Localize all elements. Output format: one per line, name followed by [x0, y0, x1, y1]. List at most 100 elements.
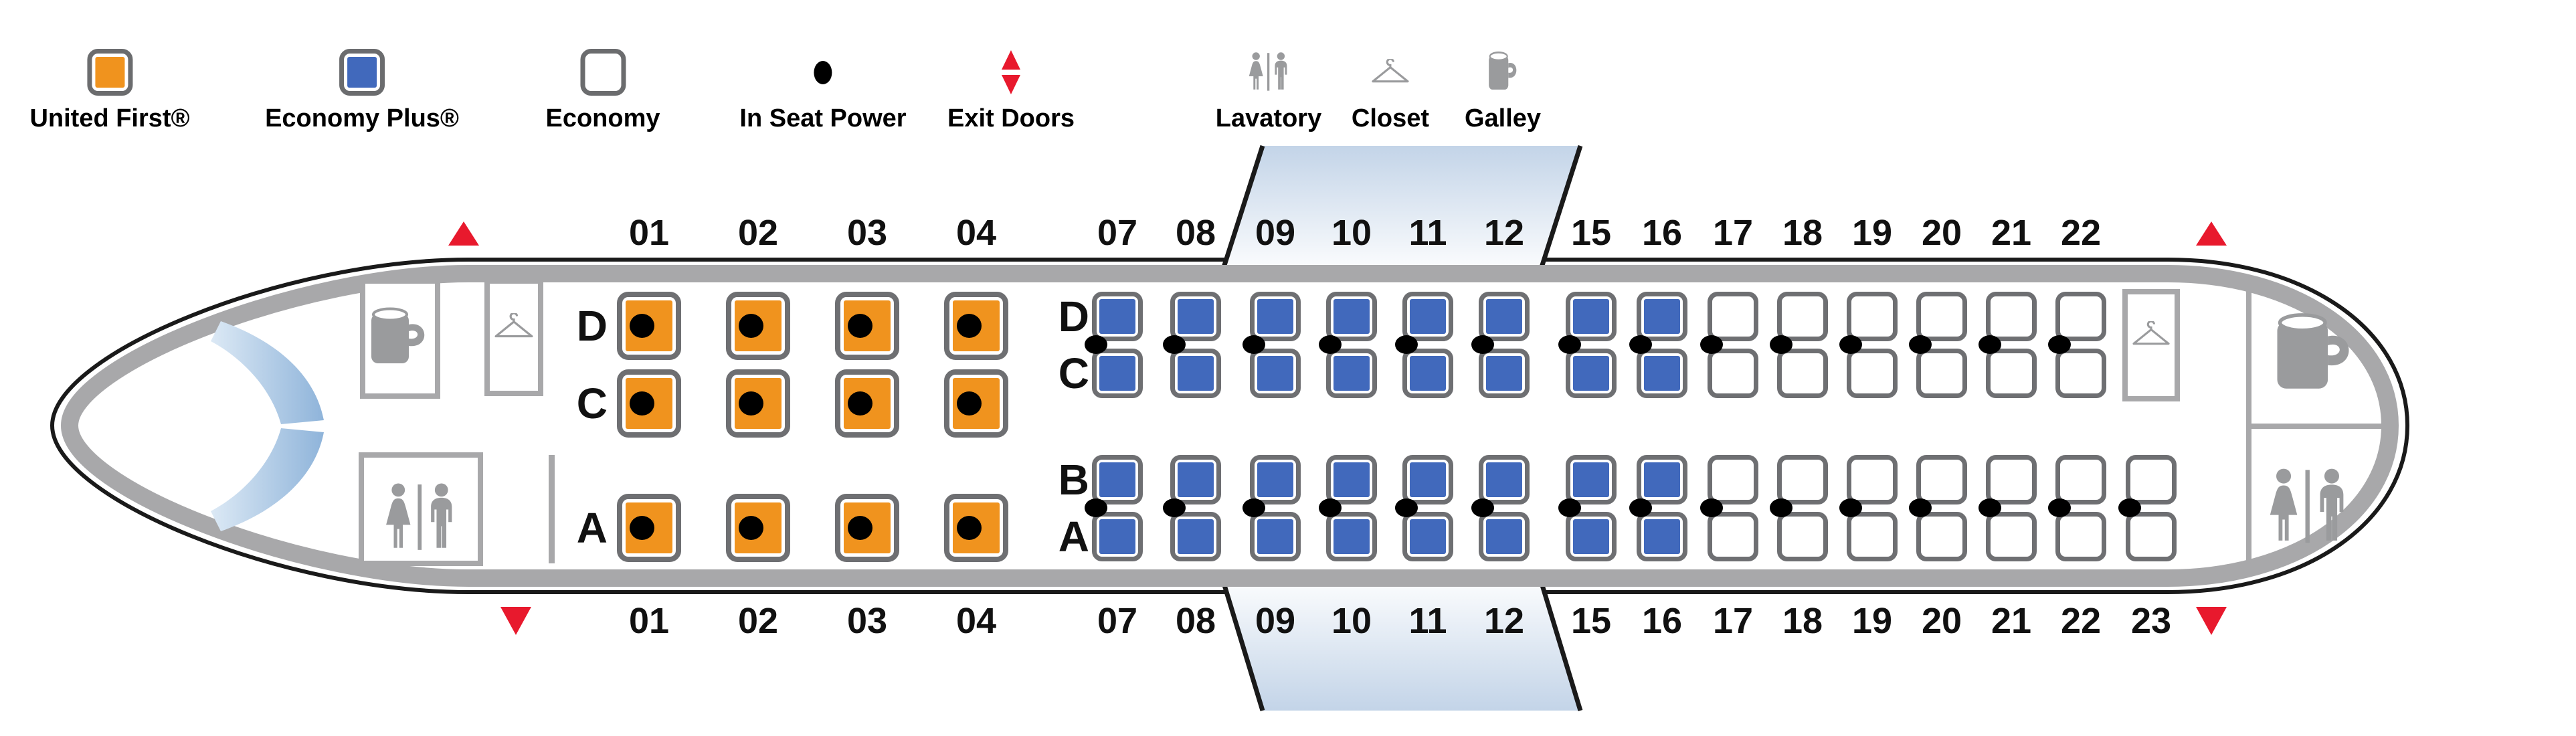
seat-12C[interactable] [1479, 349, 1530, 398]
legend-item-closet: Closet [1352, 44, 1429, 133]
power-dot-icon [2048, 335, 2071, 354]
seat-12D[interactable] [1479, 292, 1530, 341]
seat-03D[interactable] [835, 292, 899, 360]
seat-19A[interactable] [1847, 512, 1898, 561]
legend-label: Galley [1464, 104, 1542, 132]
seat-21A[interactable] [1986, 512, 2037, 561]
seat-04D[interactable] [944, 292, 1008, 360]
seat-02D[interactable] [726, 292, 790, 360]
seat-23B[interactable] [2126, 455, 2177, 504]
seat-22D[interactable] [2055, 292, 2106, 341]
seat-22B[interactable] [2055, 455, 2106, 504]
seat-08C[interactable] [1170, 349, 1221, 398]
seat-20C[interactable] [1916, 349, 1967, 398]
seat-01A[interactable] [617, 494, 681, 562]
seat-17B[interactable] [1708, 455, 1758, 504]
seat-19C[interactable] [1847, 349, 1898, 398]
seat-15A[interactable] [1566, 512, 1617, 561]
seat-18A[interactable] [1777, 512, 1828, 561]
seat-16A[interactable] [1637, 512, 1687, 561]
seat-17D[interactable] [1708, 292, 1758, 341]
seat-11D[interactable] [1402, 292, 1453, 341]
power-dot-icon [630, 391, 654, 416]
seat-pair-07-BA [1085, 455, 1143, 561]
seat-16D[interactable] [1637, 292, 1687, 341]
seat-09B[interactable] [1250, 455, 1301, 504]
seat-20D[interactable] [1916, 292, 1967, 341]
seat-02A[interactable] [726, 494, 790, 562]
seat-10D[interactable] [1326, 292, 1377, 341]
seat-03C[interactable] [835, 369, 899, 438]
seat-01C[interactable] [617, 369, 681, 438]
seat-08B[interactable] [1170, 455, 1221, 504]
seat-23A[interactable] [2126, 512, 2177, 561]
seat-12A[interactable] [1479, 512, 1530, 561]
row-letter-economy-A: A [1058, 513, 1089, 561]
exit-door-rear-top-icon [2196, 221, 2227, 246]
seat-11A[interactable] [1402, 512, 1453, 561]
power-dot-icon [739, 391, 763, 416]
seat-19B[interactable] [1847, 455, 1898, 504]
power-dot-icon [814, 60, 832, 84]
column-number-bottom-03: 03 [846, 601, 888, 641]
row-letter-economy-D: D [1058, 292, 1089, 341]
exit-door-front-top-icon [448, 221, 479, 246]
seat-17C[interactable] [1708, 349, 1758, 398]
seat-08A[interactable] [1170, 512, 1221, 561]
power-dot-icon [1629, 498, 1652, 517]
column-number-bottom-12: 12 [1483, 601, 1525, 641]
seat-04A[interactable] [944, 494, 1008, 562]
seat-15D[interactable] [1566, 292, 1617, 341]
seat-21B[interactable] [1986, 455, 2037, 504]
seat-21D[interactable] [1986, 292, 2037, 341]
seat-02C[interactable] [726, 369, 790, 438]
seat-18D[interactable] [1777, 292, 1828, 341]
seat-08D[interactable] [1170, 292, 1221, 341]
seat-07D[interactable] [1092, 292, 1143, 341]
seat-21C[interactable] [1986, 349, 2037, 398]
seat-10C[interactable] [1326, 349, 1377, 398]
seat-pair-21-DC [1979, 292, 2037, 398]
seat-07B[interactable] [1092, 455, 1143, 504]
seat-09D[interactable] [1250, 292, 1301, 341]
power-dot-icon [1319, 498, 1342, 517]
column-number-top-15: 15 [1570, 213, 1612, 253]
economy-plus-swatch-icon [339, 49, 385, 96]
seat-07C[interactable] [1092, 349, 1143, 398]
legend-item-economy: Economy [545, 44, 660, 133]
column-number-bottom-19: 19 [1851, 601, 1893, 641]
seat-15C[interactable] [1566, 349, 1617, 398]
cockpit-windshield [211, 321, 324, 531]
seat-09C[interactable] [1250, 349, 1301, 398]
seat-11B[interactable] [1402, 455, 1453, 504]
seat-10B[interactable] [1326, 455, 1377, 504]
seat-16B[interactable] [1637, 455, 1687, 504]
column-number-bottom-18: 18 [1782, 601, 1823, 641]
power-dot-icon [848, 314, 872, 338]
seat-15B[interactable] [1566, 455, 1617, 504]
seat-11C[interactable] [1402, 349, 1453, 398]
column-number-bottom-08: 08 [1175, 601, 1216, 641]
seat-07A[interactable] [1092, 512, 1143, 561]
seat-pair-17-DC [1700, 292, 1758, 398]
seat-17A[interactable] [1708, 512, 1758, 561]
legend-item-exit-doors: Exit Doors [947, 44, 1075, 133]
seat-10A[interactable] [1326, 512, 1377, 561]
seat-12B[interactable] [1479, 455, 1530, 504]
seat-19D[interactable] [1847, 292, 1898, 341]
seat-03A[interactable] [835, 494, 899, 562]
seat-01D[interactable] [617, 292, 681, 360]
seat-18C[interactable] [1777, 349, 1828, 398]
row-letter-first-A: A [576, 504, 608, 552]
seat-04C[interactable] [944, 369, 1008, 438]
seat-18B[interactable] [1777, 455, 1828, 504]
seat-09A[interactable] [1250, 512, 1301, 561]
economy-swatch-icon [579, 49, 626, 96]
column-number-bottom-16: 16 [1641, 601, 1683, 641]
seat-22C[interactable] [2055, 349, 2106, 398]
seat-20A[interactable] [1916, 512, 1967, 561]
seat-20B[interactable] [1916, 455, 1967, 504]
seat-16C[interactable] [1637, 349, 1687, 398]
seat-22A[interactable] [2055, 512, 2106, 561]
legend-item-united-first: United First® [29, 44, 190, 133]
